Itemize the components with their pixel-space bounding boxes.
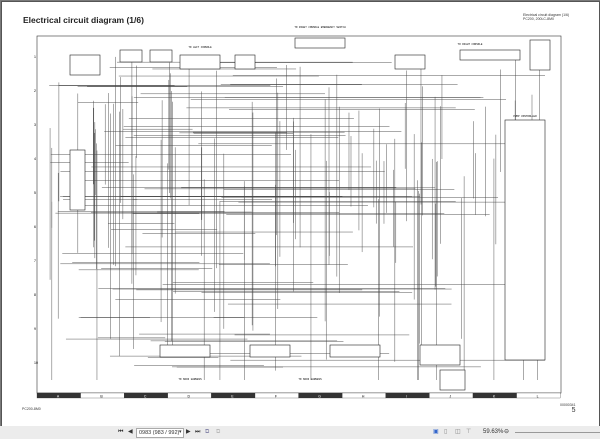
continuous-page-icon[interactable]: ▯ [444, 429, 448, 435]
connector-block [69, 54, 101, 76]
header-right: Electrical circuit diagram (1/6) PC200, … [523, 13, 569, 21]
forward-view-icon[interactable]: ⧉ [216, 429, 221, 435]
connector-block [459, 49, 521, 61]
prev-page-icon[interactable]: ◀ [128, 429, 133, 435]
connector-block [329, 344, 381, 358]
footer-page-number: 5 [571, 407, 576, 414]
column-label: L [537, 394, 539, 398]
column-label: A [57, 394, 60, 398]
footer-left: PC200-8M0 [22, 407, 41, 411]
row-label: 8 [34, 293, 36, 297]
connector-block [504, 119, 546, 361]
page-dropdown-chevron-icon[interactable]: ▾ [179, 429, 182, 435]
row-label: 1 [34, 55, 36, 59]
pdf-toolbar: ⏮ ◀ 0983 (983 / 992) ▾ ▶ ⏭ ⧉ ⧉ ▣ ▯ ◫ ⊤ 5… [0, 426, 600, 439]
connector-label: TO MAIN HARNESS [298, 378, 322, 381]
single-page-icon[interactable]: ▣ [433, 429, 439, 435]
two-page-icon[interactable]: ◫ [455, 429, 461, 435]
row-label: 9 [34, 327, 36, 331]
zoom-slider[interactable] [515, 432, 600, 433]
back-view-icon[interactable]: ⧉ [205, 429, 210, 435]
header-right-line: PC200, 200LC-8M0 [523, 17, 554, 21]
row-label: 6 [34, 225, 36, 229]
column-label: K [493, 394, 496, 398]
column-label: G [318, 394, 321, 398]
connector-label: PUMP CONTROLLER [513, 115, 537, 118]
row-label: 7 [34, 259, 36, 263]
connector-block [419, 344, 461, 366]
column-label: F [275, 394, 277, 398]
page-title: Electrical circuit diagram (1/6) [23, 15, 144, 25]
fit-width-icon[interactable]: ⊤ [466, 429, 472, 435]
column-label: E [231, 394, 234, 398]
column-label: B [100, 394, 103, 398]
connector-block [249, 344, 291, 358]
connector-block [294, 37, 346, 49]
row-label: 10 [34, 361, 38, 365]
zoom-level[interactable]: 59.63% [483, 429, 504, 435]
footer-code: 00000341 [560, 403, 576, 407]
row-label: 5 [34, 191, 36, 195]
connector-block [119, 49, 143, 63]
connector-block [69, 149, 86, 211]
last-page-icon[interactable]: ⏭ [195, 429, 201, 435]
connector-block [159, 344, 211, 358]
connector-block [529, 39, 551, 71]
column-label: J [450, 394, 452, 398]
column-label: D [188, 394, 191, 398]
header-right-line: Electrical circuit diagram (1/6) [523, 13, 570, 17]
column-label: C [144, 394, 147, 398]
row-label: 4 [34, 157, 36, 161]
connector-block [149, 49, 173, 63]
column-marker [385, 392, 430, 399]
connector-label: TO RIGHT CONSOLE EMERGENCY SWITCH [294, 26, 346, 29]
circuit-diagram: A B C D E F G H I J K L 1 2 3 4 5 6 7 8 9 10 TO RIGHT CONSOLE … [34, 26, 562, 399]
connector-block [394, 54, 426, 70]
connector-block [179, 54, 221, 70]
first-page-icon[interactable]: ⏮ [118, 429, 124, 435]
next-page-icon[interactable]: ▶ [186, 429, 191, 435]
column-label: I [406, 394, 407, 398]
connector-block [234, 54, 256, 70]
page-number-input[interactable]: 0983 (983 / 992) [136, 428, 184, 438]
connector-block [439, 369, 466, 391]
connector-label: TO RIGHT CONSOLE [458, 43, 483, 46]
connector-label: TO MAIN HARNESS [178, 378, 202, 381]
column-label: H [362, 394, 365, 398]
row-label: 3 [34, 123, 36, 127]
column-marker [516, 392, 561, 399]
row-label: 2 [34, 89, 36, 93]
zoom-out-icon[interactable]: ·⊖ [502, 429, 510, 435]
connector-label: TO LEFT CONSOLE [188, 46, 212, 49]
